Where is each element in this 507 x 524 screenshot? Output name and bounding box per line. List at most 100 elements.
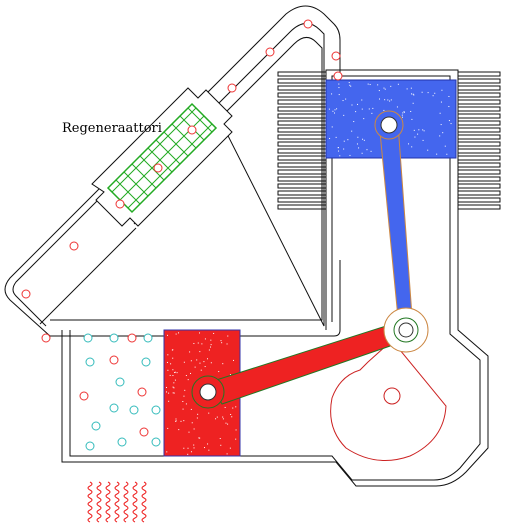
fin	[277, 127, 327, 133]
speck	[227, 423, 229, 425]
speck	[387, 99, 389, 101]
speck	[369, 84, 371, 86]
speck	[345, 98, 347, 100]
speck	[378, 90, 380, 92]
speck	[182, 400, 184, 402]
speck	[336, 108, 338, 110]
speck	[366, 149, 368, 151]
speck	[363, 118, 365, 120]
gas-particle	[333, 71, 343, 81]
speck	[332, 110, 334, 112]
speck	[187, 447, 189, 449]
speck	[401, 114, 403, 116]
speck	[199, 351, 201, 353]
speck	[351, 104, 353, 106]
speck	[173, 392, 175, 394]
speck	[170, 363, 172, 365]
speck	[368, 108, 370, 110]
speck	[210, 339, 212, 341]
speck	[199, 332, 201, 334]
speck	[328, 108, 330, 110]
speck	[183, 420, 185, 422]
speck	[410, 87, 412, 89]
speck	[427, 92, 429, 94]
fin	[457, 183, 501, 189]
speck	[353, 121, 355, 123]
speck	[189, 351, 191, 353]
speck	[230, 413, 232, 415]
speck	[222, 418, 224, 420]
fin	[457, 134, 501, 140]
gas-particle	[303, 19, 313, 29]
speck	[410, 110, 412, 112]
speck	[215, 418, 217, 420]
speck	[434, 92, 436, 94]
speck	[190, 451, 192, 453]
gas-particle	[83, 333, 93, 343]
gas-particle	[85, 441, 95, 451]
speck	[335, 136, 337, 138]
gas-particle	[69, 241, 79, 251]
gas-particle	[141, 357, 151, 367]
speck	[166, 451, 168, 453]
speck	[361, 152, 363, 154]
speck	[224, 406, 226, 408]
speck	[371, 112, 373, 114]
speck	[193, 447, 195, 449]
fin	[277, 113, 327, 119]
fin	[277, 134, 327, 140]
speck	[338, 94, 340, 96]
gas-particles	[21, 19, 343, 451]
speck	[440, 124, 442, 126]
speck	[197, 342, 199, 344]
speck	[446, 153, 448, 155]
speck	[182, 408, 184, 410]
speck	[196, 417, 198, 419]
speck	[167, 334, 169, 336]
speck	[411, 118, 413, 120]
gas-particle	[85, 357, 95, 367]
speck	[229, 447, 231, 449]
speck	[338, 150, 340, 152]
gas-particle	[127, 333, 137, 343]
speck	[351, 130, 353, 132]
speck	[167, 427, 169, 429]
speck	[422, 129, 424, 131]
fin	[457, 162, 501, 168]
speck	[232, 359, 234, 361]
speck	[204, 447, 206, 449]
speck	[439, 112, 441, 114]
gas-particle	[109, 333, 119, 343]
speck	[185, 375, 187, 377]
hot-piston-pin	[199, 383, 217, 401]
speck	[199, 437, 201, 439]
gas-particle	[21, 289, 31, 299]
speck	[361, 108, 363, 110]
speck	[402, 112, 404, 114]
speck	[235, 429, 237, 431]
speck	[175, 420, 177, 422]
regenerator-housing	[91, 87, 233, 227]
speck	[208, 449, 210, 451]
gas-particle	[117, 437, 127, 447]
gas-particle	[331, 51, 341, 61]
fin	[457, 197, 501, 203]
speck	[219, 437, 221, 439]
speck	[440, 101, 442, 103]
fin	[277, 190, 327, 196]
speck	[383, 109, 385, 111]
gas-particle	[109, 403, 119, 413]
speck	[172, 357, 174, 359]
gas-particle	[129, 405, 139, 415]
speck	[343, 114, 345, 116]
speck	[412, 102, 414, 104]
cold-connecting-rod	[374, 110, 413, 319]
speck	[176, 372, 178, 374]
speck	[423, 130, 425, 132]
speck	[213, 332, 215, 334]
speck	[168, 400, 170, 402]
fin	[457, 148, 501, 154]
speck	[210, 344, 212, 346]
fin	[457, 204, 501, 210]
speck	[349, 84, 351, 86]
